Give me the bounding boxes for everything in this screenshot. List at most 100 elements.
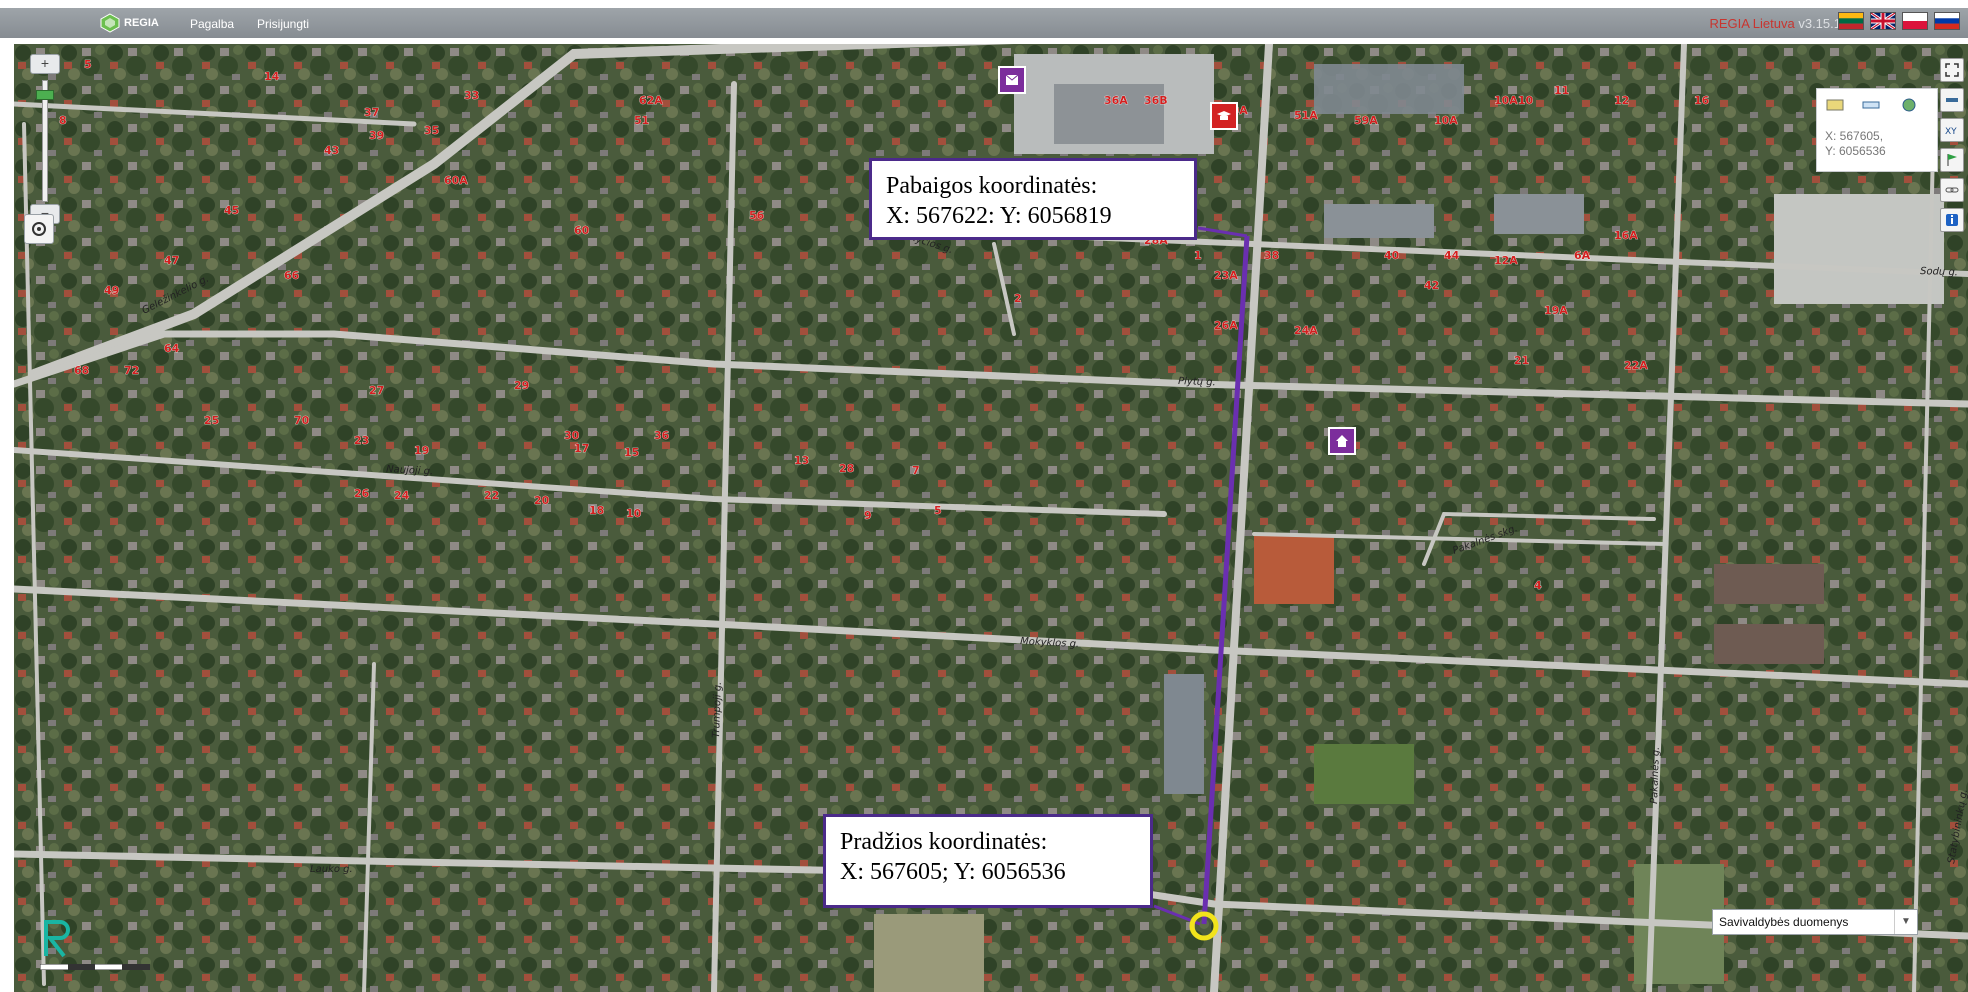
poland-flag[interactable] — [1902, 12, 1928, 30]
xy-coordinates-icon: XY — [1945, 127, 1957, 137]
house-number: 20 — [534, 494, 550, 507]
house-number: 22 — [484, 489, 499, 502]
house-number: 11 — [1554, 84, 1569, 97]
coordinate-y: Y: 6056536 — [1825, 144, 1886, 158]
globe-icon[interactable] — [1899, 97, 1919, 113]
flag-tool-button[interactable] — [1940, 148, 1964, 172]
house-number: 2 — [1014, 292, 1022, 305]
regia-logo-icon — [100, 13, 120, 33]
house-number: 45 — [224, 204, 239, 217]
logo-text: REGIA — [124, 17, 159, 29]
house-number: 6A — [1574, 249, 1591, 262]
zoom-slider-handle[interactable] — [36, 90, 54, 100]
house-number: 4 — [1534, 579, 1542, 592]
end-callout-leader — [1197, 226, 1248, 238]
house-number: 68 — [74, 364, 89, 377]
flag-icon — [1947, 154, 1957, 166]
link-tool-button[interactable] — [1940, 178, 1964, 202]
house-number: 64 — [164, 342, 180, 355]
house-number: 33 — [464, 89, 479, 102]
school-poi[interactable] — [1210, 102, 1238, 130]
house-number: 21 — [1514, 354, 1529, 367]
right-toolbar: XY — [1940, 58, 1964, 238]
house-number: 24 — [394, 489, 410, 502]
xy-tool-button[interactable]: XY — [1940, 118, 1964, 142]
street-label: Trumpoji g. — [711, 682, 724, 739]
street-label: Lauko g. — [310, 864, 353, 875]
start-coordinates-callout: Pradžios koordinatės: X: 567605; Y: 6056… — [823, 814, 1153, 908]
coordinates-panel: X: 567605, Y: 6056536 — [1816, 88, 1938, 172]
house-number: 51 — [634, 114, 649, 127]
house-number: 47 — [164, 254, 179, 267]
house-number: 39 — [369, 129, 384, 142]
data-layer-select[interactable]: Savivaldybės duomenys ▼ — [1712, 909, 1918, 935]
info-icon — [1946, 214, 1958, 226]
house-number: 28 — [839, 462, 854, 475]
regia-logo[interactable]: REGIA — [100, 12, 159, 34]
house-number: 10A10 — [1494, 94, 1533, 107]
house-number: 49 — [104, 284, 119, 297]
measure-route-line — [1201, 235, 1250, 925]
layers-icon[interactable] — [1825, 97, 1845, 113]
coordinates-readout: X: 567605, Y: 6056536 — [1825, 129, 1886, 159]
data-layer-value: Savivaldybės duomenys — [1719, 915, 1849, 929]
house-number: 13 — [794, 454, 809, 467]
ruler-icon[interactable] — [1861, 97, 1881, 113]
nav-login[interactable]: Prisijungti — [257, 17, 310, 31]
house-number: 26 — [354, 487, 370, 500]
house-number: 40 — [1384, 249, 1400, 262]
regia-watermark-icon — [44, 920, 70, 958]
house-number: 36A — [1104, 94, 1128, 107]
house-number: 60 — [574, 224, 590, 237]
house-number: 9 — [864, 509, 872, 522]
info-tool-button[interactable] — [1940, 208, 1964, 232]
church-poi[interactable] — [1328, 427, 1356, 455]
start-callout-coords: X: 567605; Y: 6056536 — [840, 859, 1066, 885]
house-icon — [1336, 435, 1348, 447]
house-number: 72 — [124, 364, 139, 377]
house-number: 16 — [1694, 94, 1710, 107]
envelope-icon — [1005, 74, 1019, 85]
post-office-poi[interactable] — [998, 66, 1026, 94]
house-number: 43 — [324, 144, 339, 157]
zoom-slider-track[interactable] — [42, 80, 48, 202]
scale-bar — [40, 964, 150, 970]
house-number: 7 — [912, 464, 920, 477]
russia-flag[interactable] — [1934, 12, 1960, 30]
top-bar: REGIA Pagalba Prisijungti REGIA Lietuva … — [0, 8, 1968, 38]
street-label: Mokyklos g. — [1020, 636, 1080, 650]
house-number: 29 — [514, 379, 529, 392]
street-label: Pakalnės g. — [1649, 746, 1662, 804]
start-point-marker[interactable] — [1189, 911, 1219, 941]
language-flags — [1838, 12, 1960, 30]
united-kingdom-flag[interactable] — [1870, 12, 1896, 30]
house-number: 25 — [204, 414, 219, 427]
end-coordinates-callout: Pabaigos koordinatės: X: 567622: Y: 6056… — [869, 158, 1197, 240]
house-number: 56 — [749, 209, 765, 222]
house-number: 12A — [1494, 254, 1518, 267]
start-callout-title: Pradžios koordinatės: — [840, 829, 1048, 855]
brand-name: REGIA Lietuva — [1709, 16, 1795, 31]
link-icon — [1945, 187, 1959, 193]
locate-button[interactable] — [24, 214, 54, 244]
house-number: 42 — [1424, 279, 1439, 292]
end-callout-coords: X: 567622: Y: 6056819 — [886, 203, 1112, 229]
lithuania-flag[interactable] — [1838, 12, 1864, 30]
house-number: 37 — [364, 106, 379, 119]
house-number: 10 — [626, 507, 642, 520]
fullscreen-button[interactable] — [1940, 58, 1964, 82]
house-number: 22A — [1624, 359, 1648, 372]
measure-tool-button[interactable] — [1940, 88, 1964, 112]
house-number: 24A — [1294, 324, 1318, 337]
house-number: 35 — [424, 124, 439, 137]
house-number: 60A — [444, 174, 468, 187]
house-number: 5 — [934, 504, 942, 517]
nav-help[interactable]: Pagalba — [190, 17, 235, 31]
measure-icon — [1946, 98, 1958, 102]
brand-version: REGIA Lietuva v3.15.1 — [1709, 16, 1841, 31]
zoom-in-button[interactable]: + — [30, 54, 60, 74]
coordinate-x: X: 567605, — [1825, 129, 1884, 143]
house-number: 70 — [294, 414, 310, 427]
house-number: 36B — [1144, 94, 1168, 107]
house-number: 59A — [1354, 114, 1378, 127]
